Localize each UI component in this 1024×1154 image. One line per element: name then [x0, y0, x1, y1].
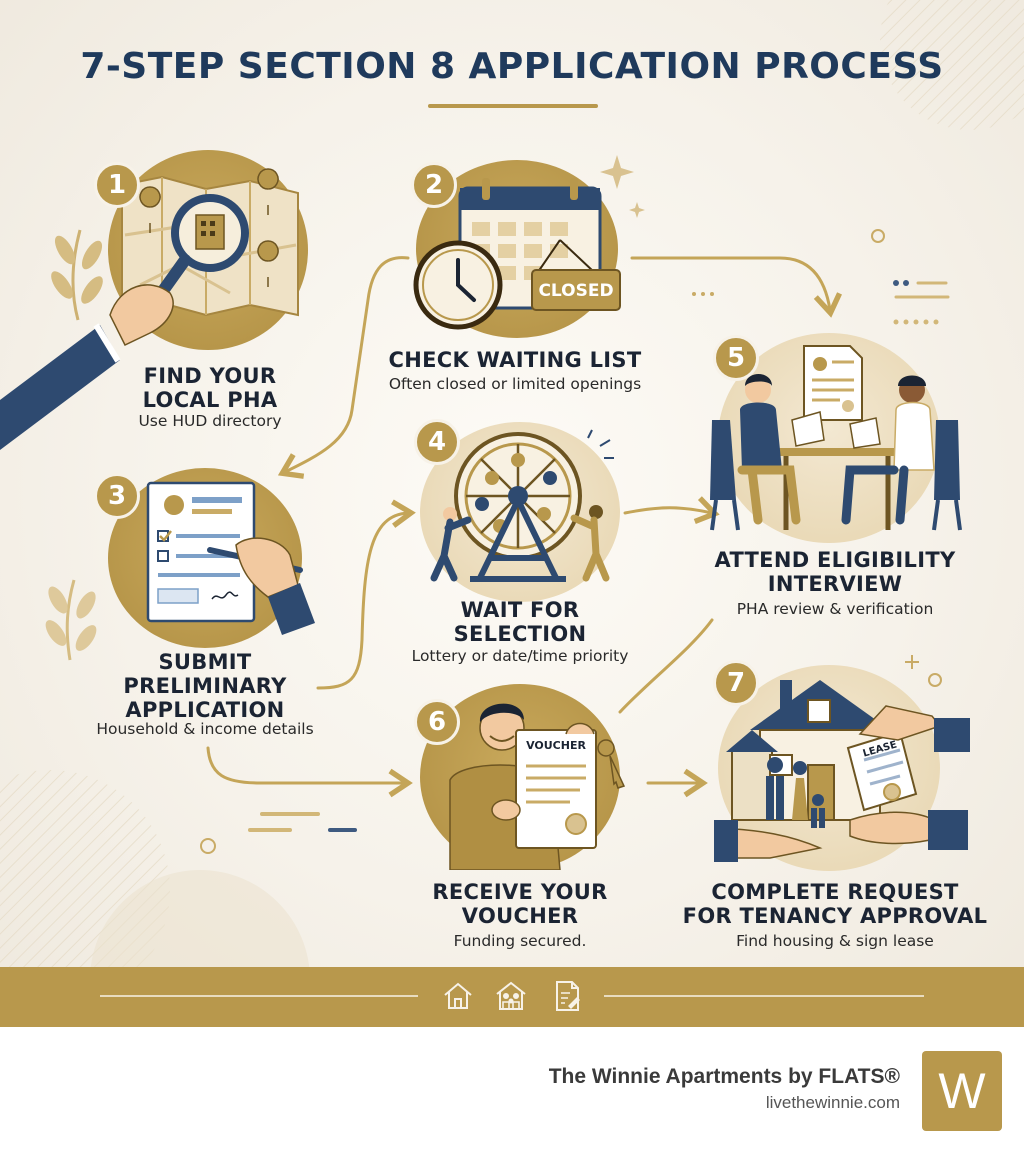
step-5-number: 5: [713, 335, 759, 381]
leaf-sprig-icon: [45, 579, 97, 661]
closed-sign: CLOSED: [538, 281, 614, 301]
infographic-poster: 7-STEP SECTION 8 APPLICATION PROCESS 1 F…: [0, 0, 1024, 1027]
step-6-number: 6: [414, 699, 460, 745]
title-underline: [428, 104, 598, 108]
step-2-desc: Often closed or limited openings: [388, 375, 642, 393]
calendar-clock-icon: [413, 178, 621, 330]
step-3-number: 3: [94, 473, 140, 519]
step-3-desc: Household & income details: [96, 720, 314, 738]
brand-url[interactable]: livethewinnie.com: [765, 1093, 900, 1112]
step-7-desc: Find housing & sign lease: [736, 932, 934, 950]
lottery-wheel-icon: [430, 429, 614, 582]
step-2-number: 2: [411, 162, 457, 208]
page-title: 7-STEP SECTION 8 APPLICATION PROCESS: [80, 46, 944, 87]
map-magnifier-icon: [0, 168, 299, 450]
house-lease-icon: [714, 680, 970, 862]
step-1-desc: Use HUD directory: [138, 412, 282, 430]
leaf-sprig-icon: [51, 229, 103, 321]
step-4-desc: Lottery or date/time priority: [411, 647, 629, 665]
step-6-desc: Funding secured.: [453, 932, 587, 950]
house-icon: [444, 982, 472, 1009]
band-divider-right: [604, 995, 924, 997]
step-5-desc: PHA review & verification: [736, 600, 934, 618]
brand-logo: W: [922, 1051, 1002, 1131]
band-divider-left: [100, 995, 418, 997]
brand-name: The Winnie Apartments by FLATS®: [548, 1065, 900, 1088]
step-1-number: 1: [94, 162, 140, 208]
application-form-icon: [146, 481, 315, 635]
step-4-number: 4: [414, 419, 460, 465]
voucher-icon: [449, 703, 626, 870]
footer-band: [0, 967, 1024, 1027]
step-7-number: 7: [713, 660, 759, 706]
voucher-sign: VOUCHER: [526, 739, 586, 752]
interview-icon: [710, 345, 962, 531]
document-icon: [556, 981, 580, 1011]
step-2-title: CHECK WAITING LIST: [388, 348, 642, 372]
family-home-icon: [496, 981, 526, 1010]
